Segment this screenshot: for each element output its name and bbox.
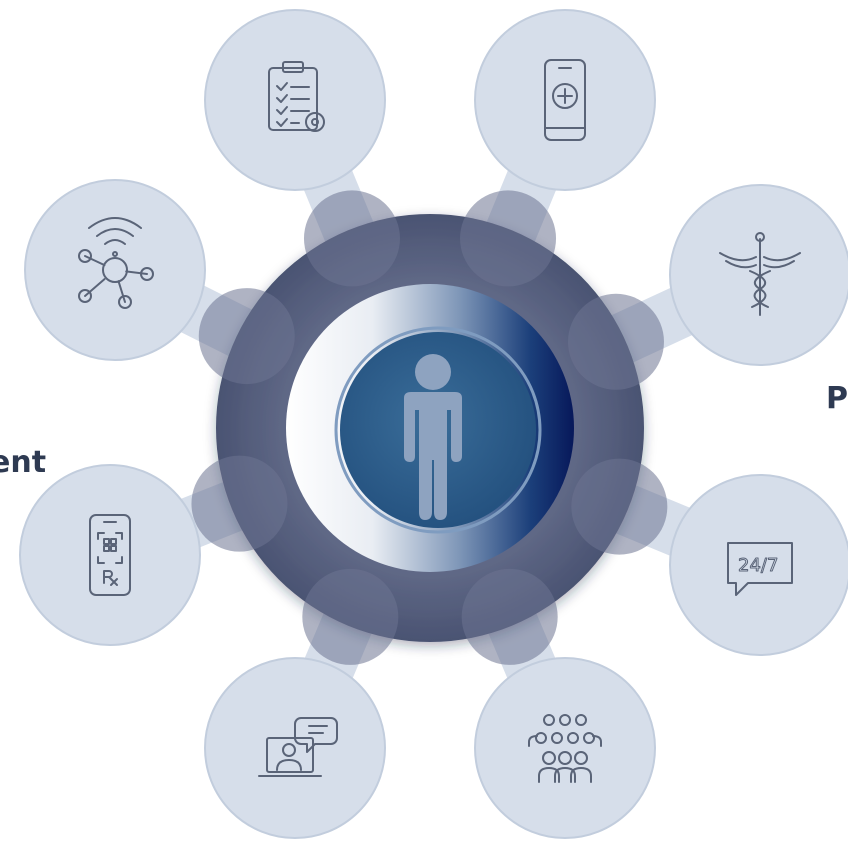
ring-scallop (567, 293, 664, 390)
ring-scallop (302, 568, 399, 665)
ring-scallop (198, 288, 295, 385)
node-telehealth (204, 657, 386, 839)
person-icon (404, 354, 462, 520)
ring-scallop (461, 568, 558, 665)
center-core-outline (334, 326, 542, 534)
ring-scallop (191, 455, 288, 552)
node-connected-devices (24, 179, 206, 361)
ring-scallop (460, 190, 557, 287)
node-circle (474, 657, 656, 839)
node-circle (19, 464, 201, 646)
video-consult-chat-icon (258, 717, 338, 777)
ring-scallop (571, 458, 668, 555)
ring-scallops (191, 190, 668, 665)
caduceus-icon (719, 232, 801, 316)
node-support-247: 24/7 (669, 474, 848, 656)
satellite-nodes: 24/7 (19, 9, 848, 839)
chat-24-7-icon: 24/7 (727, 542, 793, 596)
node-circle (24, 179, 206, 361)
ring-scallop (303, 190, 400, 287)
node-medical (669, 184, 848, 366)
node-checklist (204, 9, 386, 191)
node-community (474, 657, 656, 839)
node-circle (669, 474, 848, 656)
wireless-network-hub-icon (78, 217, 154, 309)
clipped-label-right: P (826, 381, 848, 416)
clipboard-checklist-gear-icon (268, 61, 325, 132)
node-e-prescription (19, 464, 201, 646)
mobile-qr-rx-icon (89, 514, 131, 596)
node-mobile-health (474, 9, 656, 191)
mobile-medical-plus-icon (544, 59, 586, 141)
people-group-icon (528, 714, 602, 783)
svg-text:24/7: 24/7 (738, 555, 778, 576)
clipped-label-left: ent (0, 445, 47, 480)
